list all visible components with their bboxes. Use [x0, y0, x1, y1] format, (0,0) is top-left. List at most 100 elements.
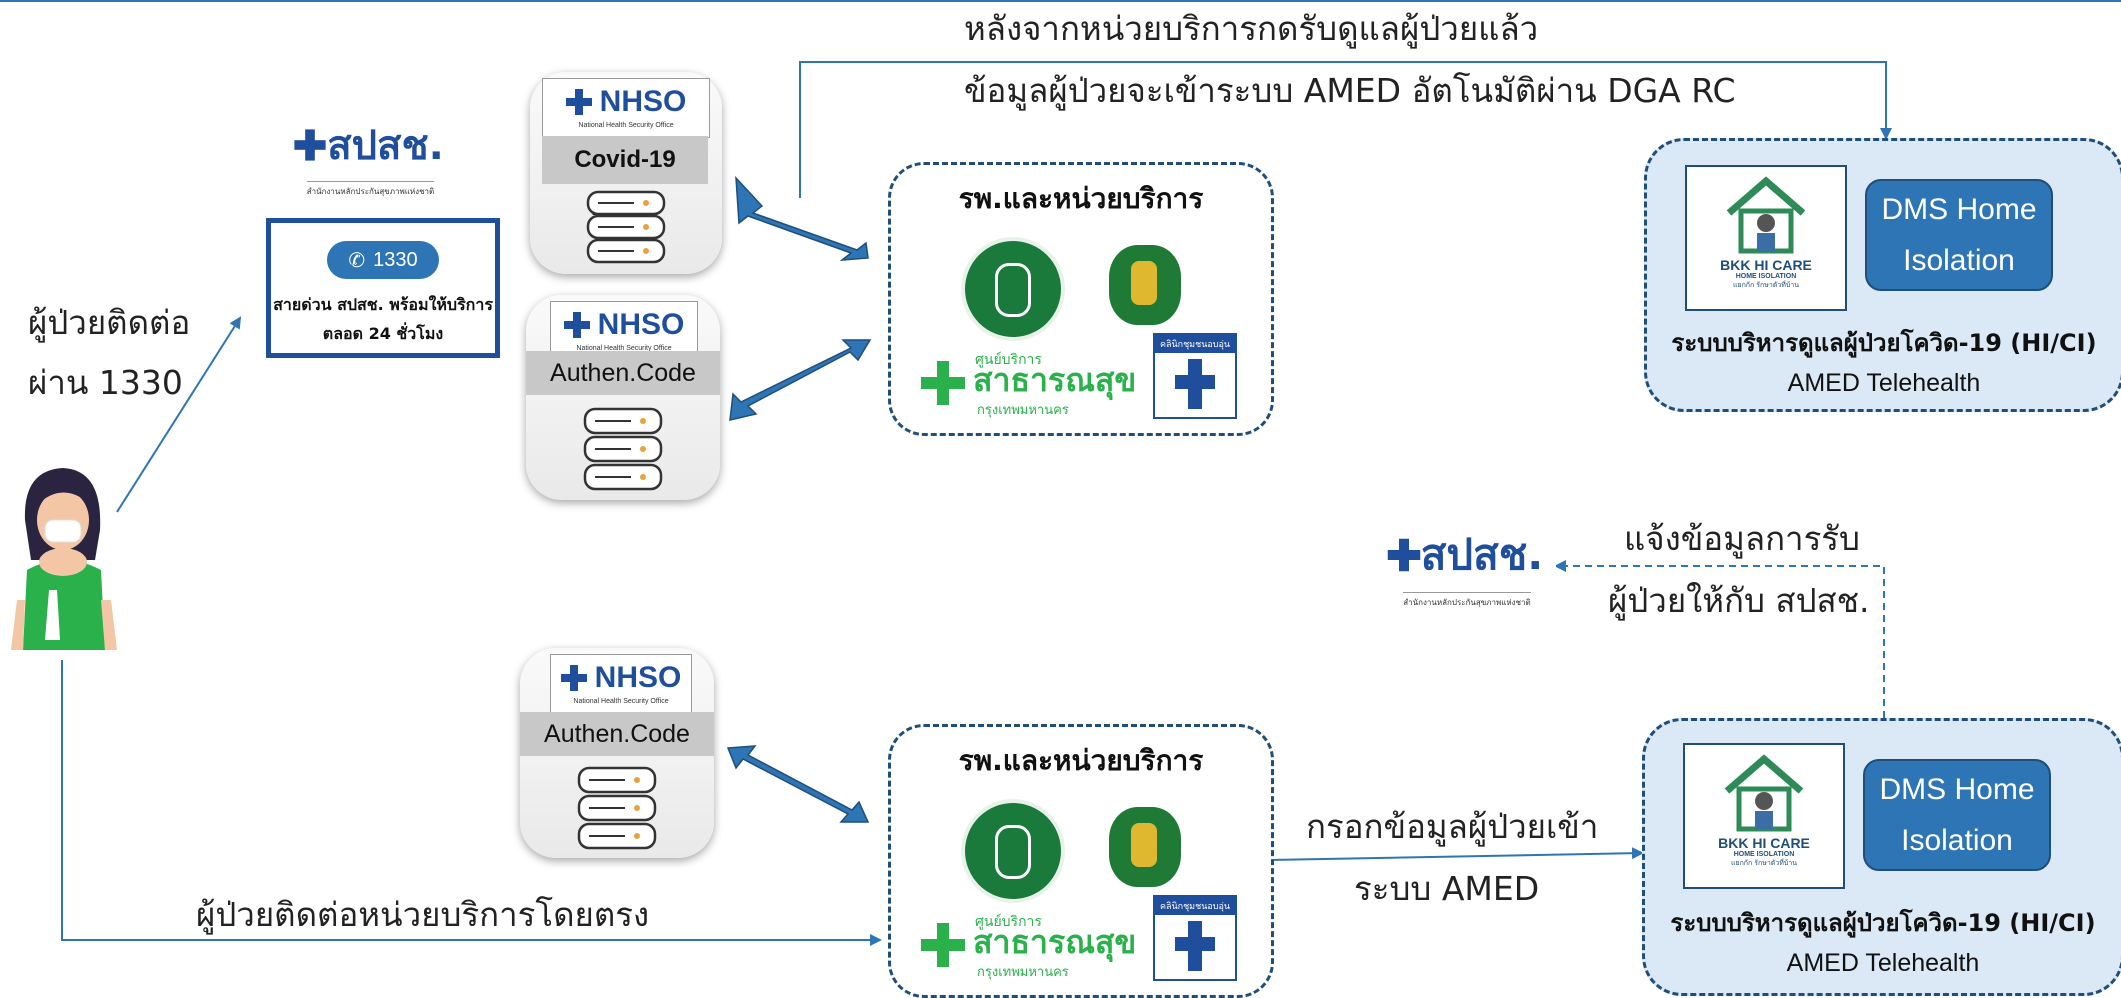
moph-seal-icon [961, 799, 1065, 903]
bkk-sub1: HOME ISOLATION [1733, 851, 1795, 858]
dms-line1: DMS Home [1879, 773, 2035, 806]
dms-line1: DMS Home [1881, 193, 2037, 226]
caption-top-line1: หลังจากหน่วยบริการกดรับดูแลผู้ป่วยแล้ว [964, 9, 1539, 48]
bma-health-center-logo: ศูนย์บริการ สาธารณสุข กรุงเทพมหานคร [919, 911, 1159, 980]
notify-caption-line2: ผู้ป่วยให้กับ สปสช. [1608, 581, 1870, 620]
amed-system-line2: AMED Telehealth [1786, 949, 1980, 977]
nhso-authen-label: Authen.Code [520, 712, 714, 756]
house-icon [1724, 754, 1804, 832]
hotline-card: ✆ 1330 สายด่วน สปสช. พร้อมให้บริการ ตลอด… [266, 218, 500, 358]
amed-system-top: BKK HI CARE HOME ISOLATION แยกกัก รักษาต… [1644, 138, 2121, 412]
bkk-sub1: HOME ISOLATION [1735, 273, 1797, 280]
clinic-label: คลินิกชุมชนอบอุ่น [1155, 335, 1235, 353]
spsch-logo-text: สปสช. [327, 123, 444, 169]
spsch-logo-text: สปสช. [1420, 530, 1544, 579]
nhso-portal-card: NHSO National Health Security Office Cov… [530, 72, 722, 274]
hospital-box-top: รพ.และหน่วยบริการ ศูนย์บริการ สาธารณสุข … [888, 162, 1274, 436]
arrow-portal-to-amed-top [799, 61, 1892, 198]
bma-small-text: ศูนย์บริการ [975, 914, 1042, 930]
clinic-label: คลินิกชุมชนอบอุ่น [1155, 897, 1235, 915]
nhso-cross-icon [563, 312, 590, 338]
hotline-phone-number: 1330 [373, 248, 418, 271]
nhso-brand-sub: National Health Security Office [576, 345, 672, 352]
clinic-cross-icon [1175, 921, 1215, 971]
nhso-brand-sub: National Health Security Office [573, 698, 669, 705]
green-cross-icon [921, 361, 965, 405]
hospital-box-title: รพ.และหน่วยบริการ [958, 182, 1204, 215]
arrow-amed-notify-nhso [1554, 560, 1885, 718]
arrow-patient-direct-to-hospital [61, 660, 882, 946]
amed-system-line2: AMED Telehealth [1787, 369, 1981, 397]
dms-home-isolation-box: DMS Home Isolation [1863, 759, 2051, 871]
nhso-authen-card-bottom: NHSO National Health Security Office Aut… [520, 648, 714, 858]
bkk-sub2: แยกกัก รักษาตัวที่บ้าน [1730, 860, 1798, 867]
bma-health-center-logo: ศูนย์บริการ สาธารณสุข กรุงเทพมหานคร [919, 349, 1159, 418]
bma-city-text: กรุงเทพมหานคร [977, 403, 1069, 418]
nhso-authen-logo: NHSO National Health Security Office [550, 301, 698, 353]
double-arrow-authen-hospital-top [729, 339, 872, 421]
hospital-box-title: รพ.และหน่วยบริการ [958, 744, 1204, 777]
amed-system-line1: ระบบบริหารดูแลผู้ป่วยโควิด-19 (HI/CI) [1670, 909, 2096, 937]
amed-system-line1: ระบบบริหารดูแลผู้ป่วยโควิด-19 (HI/CI) [1671, 329, 2097, 357]
community-clinic-logo: คลินิกชุมชนอบอุ่น [1153, 895, 1237, 981]
bma-big-text: สาธารณสุข [973, 361, 1137, 399]
database-icon [577, 766, 657, 850]
green-cross-icon [921, 923, 965, 967]
hotline-line2: ตลอด 24 ชั่วโมง [322, 324, 444, 343]
amed-system-bottom: BKK HI CARE HOME ISOLATION แยกกัก รักษาต… [1642, 718, 2121, 996]
spsch-logo-right: สปสช. สำนักงานหลักประกันสุขภาพแห่งชาติ [1378, 522, 1556, 608]
patient-illustration [5, 450, 120, 660]
dms-line2: Isolation [1903, 244, 2015, 277]
nhso-brand-sub: National Health Security Office [578, 122, 674, 129]
nhso-authen-card-top: NHSO National Health Security Office Aut… [526, 295, 720, 500]
bma-city-text: กรุงเทพมหานคร [977, 965, 1069, 980]
moph-seal-icon [961, 237, 1065, 341]
nhso-brand: NHSO [597, 308, 685, 341]
caption-top-line2: ข้อมูลผู้ป่วยจะเข้าระบบ AMED อัตโนมัติผ่… [964, 71, 1736, 110]
spsch-logo-subtitle: สำนักงานหลักประกันสุขภาพแห่งชาติ [1403, 592, 1531, 609]
arrow-hospital-to-amed-bottom [1267, 847, 1644, 861]
arrow-patient-to-hotline [116, 316, 242, 513]
nhso-cross-icon [294, 129, 326, 161]
bkk-sub2: แยกกัก รักษาตัวที่บ้าน [1732, 282, 1800, 289]
double-arrow-authen-hospital-bottom [726, 745, 870, 823]
top-border-line [0, 0, 2121, 2]
bma-big-text: สาธารณสุข [973, 923, 1137, 961]
database-icon [586, 190, 666, 264]
hotline-phone-badge: ✆ 1330 [327, 241, 439, 279]
patient-contact-text-line2: ผ่าน 1330 [28, 363, 183, 402]
direct-contact-caption: ผู้ป่วยติดต่อหน่วยบริการโดยตรง [196, 895, 650, 934]
database-icon [583, 407, 663, 491]
spsch-logo-subtitle: สำนักงานหลักประกันสุขภาพแห่งชาติ [306, 181, 435, 198]
bkk-hi-care-logo: BKK HI CARE HOME ISOLATION แยกกัก รักษาต… [1683, 743, 1845, 889]
hospital-box-bottom: รพ.และหน่วยบริการ ศูนย์บริการ สาธารณสุข … [888, 724, 1274, 998]
bkk-title: BKK HI CARE [1718, 835, 1810, 851]
nhso-cross-icon [560, 665, 587, 691]
hotline-line1: สายด่วน สปสช. พร้อมให้บริการ [273, 295, 493, 314]
dms-line2: Isolation [1901, 824, 2013, 857]
dms-home-isolation-box: DMS Home Isolation [1865, 179, 2053, 291]
bkk-hi-care-logo: BKK HI CARE HOME ISOLATION แยกกัก รักษาต… [1685, 165, 1847, 311]
nhso-cross-icon [565, 89, 592, 115]
house-icon [1726, 176, 1806, 254]
double-arrow-portal-hospital [735, 175, 869, 261]
royal-emblem-icon [1109, 807, 1181, 887]
patient-contact-text-line1: ผู้ป่วยติดต่อ [28, 303, 191, 342]
nhso-portal-label: Covid-19 Portal [542, 136, 708, 221]
clinic-cross-icon [1175, 359, 1215, 409]
nhso-authen-logo: NHSO National Health Security Office [550, 654, 692, 714]
bkk-title: BKK HI CARE [1720, 257, 1812, 273]
bma-small-text: ศูนย์บริการ [975, 352, 1042, 368]
nhso-cross-icon [1387, 538, 1421, 572]
nhso-authen-label: Authen.Code [526, 351, 720, 395]
nhso-portal-logo: NHSO National Health Security Office [542, 78, 710, 138]
nhso-brand: NHSO [599, 85, 687, 118]
fill-caption-line1: กรอกข้อมูลผู้ป่วยเข้า [1306, 807, 1599, 846]
spsch-logo-top: สปสช. สำนักงานหลักประกันสุขภาพแห่งชาติ [283, 113, 458, 196]
royal-emblem-icon [1109, 245, 1181, 325]
community-clinic-logo: คลินิกชุมชนอบอุ่น [1153, 333, 1237, 419]
nhso-brand: NHSO [594, 661, 682, 694]
notify-caption-line1: แจ้งข้อมูลการรับ [1624, 519, 1860, 558]
fill-caption-line2: ระบบ AMED [1354, 869, 1540, 908]
